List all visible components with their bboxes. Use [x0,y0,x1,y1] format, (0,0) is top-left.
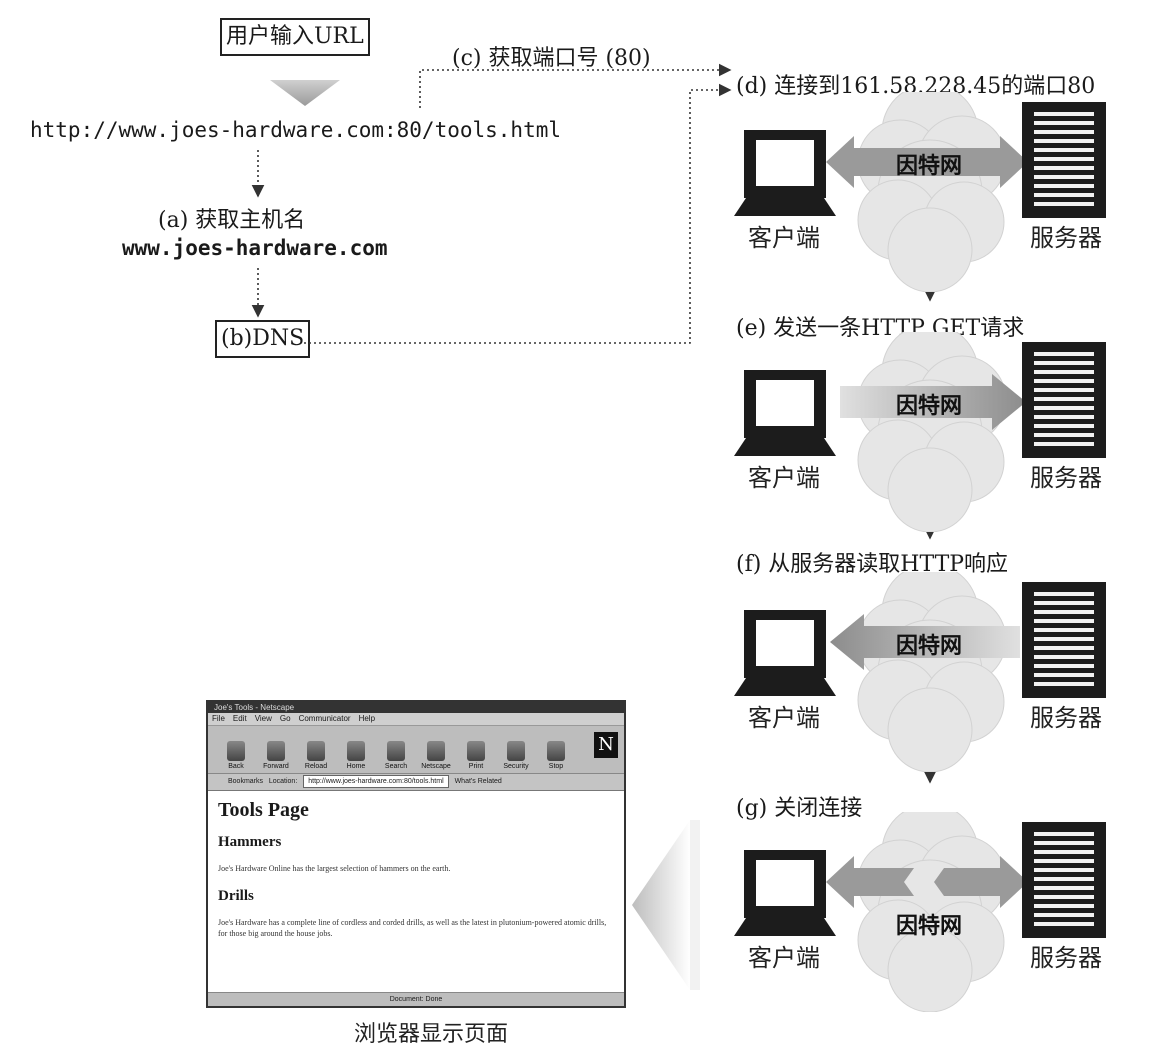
client-computer-icon [734,130,836,216]
step-g-label: (g) 关闭连接 [736,796,863,821]
browser-window: Joe's Tools - Netscape File Edit View Go Com… [206,700,626,1008]
step-f-label: (f) 从服务器读取HTTP响应 [736,552,1009,577]
toolbar-stop-button[interactable]: Stop [538,741,574,770]
hostname-text: www.joes-hardware.com [122,236,388,260]
step-c-label: (c) 获取端口号 (80) [452,46,651,71]
browser-status-bar: Document: Done [208,992,624,1006]
print-icon [467,741,485,761]
menu-item-help[interactable]: Help [358,714,376,723]
location-url-field[interactable]: http://www.joes-hardware.com:80/tools.ht… [303,775,449,788]
home-icon [347,741,365,761]
toolbar-forward-button[interactable]: Forward [258,741,294,770]
menu-item-file[interactable]: File [212,714,225,723]
bookmarks-button[interactable]: Bookmarks [228,778,264,785]
panel-connect: 因特网客户端 服务器 [730,92,1130,292]
security-icon [507,741,525,761]
menu-item-edit[interactable]: Edit [232,714,247,723]
client-label: 客户端 [748,704,820,732]
server-label: 服务器 [1030,464,1102,492]
toolbar-print-button[interactable]: Print [458,741,494,770]
internet-cloud-icon [857,92,1007,292]
netscape-logo-icon: N [594,732,618,758]
internet-cloud-icon [857,332,1007,532]
reload-icon [307,741,325,761]
broken-arrow-left-icon [826,856,914,908]
step-a-label: (a) 获取主机名 [158,208,306,233]
server-tower-icon [1022,582,1106,698]
toolbar-netscape-button[interactable]: Netscape [418,741,454,770]
broken-arrow-right-icon [934,856,1028,908]
user-input-url-box: 用户输入URL [220,18,370,56]
panel-send-request: 因特网客户端 服务器 [730,332,1130,532]
server-label: 服务器 [1030,224,1102,252]
client-label: 客户端 [748,464,820,492]
panel-graphic [734,92,1106,292]
drills-heading: Drills [218,888,254,904]
step-e-label: (e) 发送一条HTTP GET请求 [736,316,1025,341]
page-title: Tools Page [218,799,309,821]
browser-title-bar: Joe's Tools - Netscape [208,702,624,713]
toolbar-back-button[interactable]: Back [218,741,254,770]
panel-graphic [734,812,1106,1012]
search-icon [387,741,405,761]
client-computer-icon [734,370,836,456]
internet-label: 因特网 [896,913,963,939]
client-label: 客户端 [748,944,820,972]
dns-box: (b)DNS [215,320,311,358]
toolbar-reload-button[interactable]: Reload [298,741,334,770]
panel-close: 因特网客户端 服务器 [730,812,1130,1012]
whats-related-button[interactable]: What's Related [454,778,502,785]
internet-cloud-icon [857,572,1007,772]
bidirectional-arrow-icon [826,136,1028,188]
browser-caption: 浏览器显示页面 [354,1022,509,1047]
left-arrow-icon [830,614,1020,670]
server-label: 服务器 [1030,704,1102,732]
internet-label: 因特网 [896,153,963,179]
toolbar-home-button[interactable]: Home [338,741,374,770]
panel-read-response: 因特网客户端 服务器 [730,572,1130,772]
browser-content: Tools Page Hammers Joe's Hardware Online… [208,791,624,959]
internet-label: 因特网 [896,633,963,659]
toolbar-search-button[interactable]: Search [378,741,414,770]
client-computer-icon [734,610,836,696]
down-chevron-arrow [270,80,340,106]
menu-item-communicator[interactable]: Communicator [298,714,351,723]
server-label: 服务器 [1030,944,1102,972]
internet-label: 因特网 [896,393,963,419]
server-tower-icon [1022,102,1106,218]
netscape-icon [427,741,445,761]
browser-location-bar: Bookmarks Location: http://www.joes-hard… [208,774,624,791]
url-text: http://www.joes-hardware.com:80/tools.ht… [30,118,562,142]
panel-graphic [734,332,1106,532]
browser-menu-bar: File Edit View Go Communicator Help [208,713,624,726]
hammers-paragraph: Joe's Hardware Online has the largest se… [218,864,451,873]
back-icon [227,741,245,761]
menu-item-view[interactable]: View [254,714,272,723]
client-label: 客户端 [748,224,820,252]
location-label: Location: [268,778,298,785]
server-tower-icon [1022,822,1106,938]
forward-icon [267,741,285,761]
toolbar-security-button[interactable]: Security [498,741,534,770]
drills-paragraph: Joe's Hardware has a complete line of co… [218,918,607,938]
server-tower-icon [1022,342,1106,458]
menu-item-go[interactable]: Go [279,714,291,723]
right-arrow-icon [840,374,1026,430]
stop-icon [547,741,565,761]
hammers-heading: Hammers [218,834,282,850]
panel-graphic [734,572,1106,772]
client-computer-icon [734,850,836,936]
